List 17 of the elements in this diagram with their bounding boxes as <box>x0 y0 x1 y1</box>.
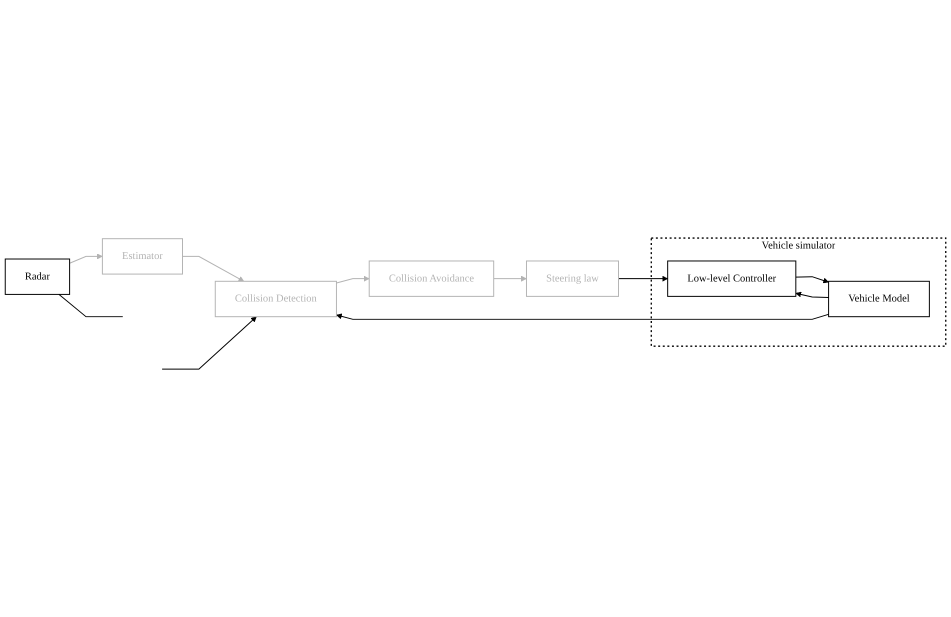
arrow <box>493 276 527 282</box>
node-box: Collision Avoidance <box>368 260 494 297</box>
node-box: Estimator <box>102 238 183 275</box>
node-box: Low-level Controller <box>667 260 796 297</box>
node-box: Vehicle Model <box>828 280 930 318</box>
arrow <box>795 276 829 284</box>
node-box: Collision Detection <box>214 280 337 318</box>
node-box: Steering law <box>526 260 619 297</box>
arrow <box>618 276 668 282</box>
node-box: Radar <box>4 258 70 295</box>
arrow <box>796 292 830 298</box>
arrow <box>69 254 103 264</box>
arrow <box>336 276 370 284</box>
arrow <box>182 256 244 282</box>
connector <box>58 294 124 318</box>
arrow <box>336 314 830 320</box>
arrow <box>162 316 257 370</box>
